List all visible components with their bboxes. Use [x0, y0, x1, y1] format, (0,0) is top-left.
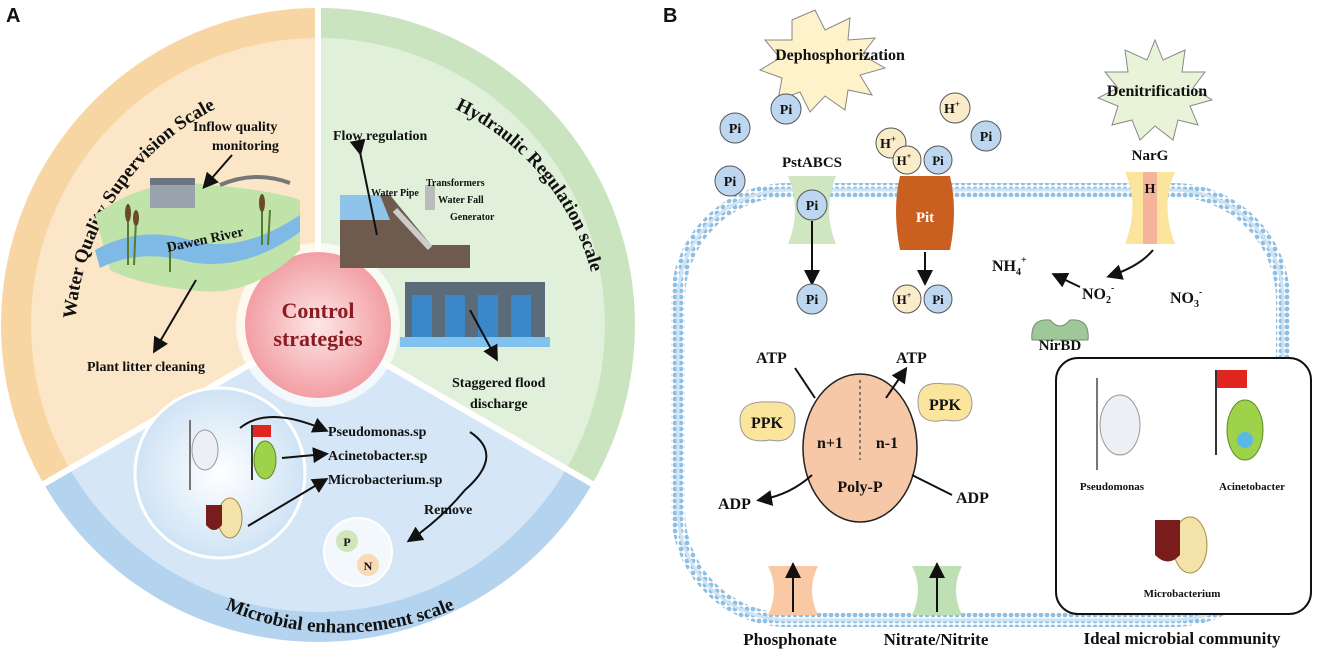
phosphonate-label: Phosphonate — [743, 630, 837, 649]
microbe-group-circle — [133, 386, 307, 560]
svg-text:H+: H+ — [897, 152, 912, 168]
nh4-label: NH4+ — [992, 255, 1027, 278]
litter-label: Plant litter cleaning — [87, 360, 205, 375]
nirbd-label: NirBD — [1039, 338, 1082, 354]
svg-text:H: H — [1145, 182, 1156, 197]
svg-text:PPK: PPK — [751, 415, 784, 432]
svg-text:Pi: Pi — [724, 175, 737, 190]
inflow-arrow — [202, 154, 233, 190]
center-title-line1: Control — [282, 298, 355, 323]
remove-label: Remove — [424, 503, 472, 518]
no3-label: NO3- — [1170, 287, 1202, 310]
center-title-line2: strategies — [273, 326, 363, 351]
dephos-burst — [758, 9, 887, 113]
atp-left: ATP — [756, 350, 787, 367]
control-strategies-circle — [245, 252, 391, 398]
n-label: N — [364, 559, 373, 573]
pit-label: Pit — [916, 210, 934, 226]
denit-label: Denitrification — [1107, 83, 1208, 100]
community-characters — [1096, 370, 1264, 574]
free-ions: Pi Pi Pi Pi H+ H+ — [714, 92, 1002, 197]
svg-text:Pi: Pi — [980, 130, 993, 145]
flood-label-1: Staggered flood — [452, 376, 546, 391]
generator-label: Generator — [450, 212, 495, 223]
nitrate-label: Nitrate/Nitrite — [884, 630, 989, 649]
svg-text:PPK: PPK — [929, 397, 962, 414]
water-pipe-label: Water Pipe — [371, 188, 419, 199]
p-bubble — [336, 530, 358, 552]
svg-text:Pi: Pi — [729, 122, 742, 137]
flood-arrow — [469, 309, 498, 362]
svg-text:H+: H+ — [944, 99, 960, 117]
pit-channel — [896, 176, 954, 250]
n-bubble — [357, 554, 379, 576]
svg-text:Pi: Pi — [806, 199, 819, 214]
transformers-label: Transformers — [426, 178, 485, 189]
microbacterium-sp-label: Microbacterium.sp — [328, 473, 443, 488]
community-title: Ideal microbial community — [1083, 629, 1281, 648]
svg-text:Pi: Pi — [780, 103, 793, 118]
panel-b-label: B — [663, 5, 677, 27]
svg-text:H+: H+ — [897, 291, 912, 307]
pn-circle — [323, 517, 393, 587]
community-acineto: Acinetobacter — [1219, 481, 1285, 493]
community-pseudo: Pseudomonas — [1080, 481, 1145, 493]
nirbd-protein — [1031, 319, 1089, 341]
svg-text:Pi: Pi — [932, 153, 944, 168]
acinetobacter-sp-label: Acinetobacter.sp — [328, 449, 428, 464]
denit-burst — [1096, 38, 1214, 141]
hydropower-illustration — [340, 185, 470, 268]
flood-label-2: discharge — [470, 397, 528, 412]
atp-right: ATP — [896, 350, 927, 367]
pseudomonas-sp-label: Pseudomonas.sp — [328, 425, 427, 440]
nm1-label: n-1 — [876, 435, 898, 452]
waterfall-label: Water Fall — [438, 195, 484, 206]
p-label: P — [343, 535, 350, 549]
ppk-right — [917, 382, 973, 422]
litter-arrow — [152, 279, 197, 354]
pstabcs-label: PstABCS — [782, 155, 842, 171]
adp-left: ADP — [718, 496, 751, 513]
flood-gate-illustration — [400, 282, 550, 347]
river-illustration — [95, 174, 300, 292]
panel-a-label: A — [6, 5, 20, 27]
ppk-left — [739, 401, 796, 442]
dephos-label: Dephosphorization — [775, 47, 905, 64]
microbe-characters — [189, 420, 277, 539]
inflow-label-1: Inflow quality — [193, 120, 277, 135]
svg-text:H+: H+ — [880, 134, 896, 152]
svg-text:Pi: Pi — [806, 293, 819, 308]
adp-right: ADP — [956, 490, 989, 507]
np1-label: n+1 — [817, 435, 843, 452]
polyp-label: Poly-P — [837, 479, 883, 496]
inflow-label-2: monitoring — [212, 139, 279, 154]
flow-arrow — [349, 138, 378, 236]
community-micro: Microbacterium — [1144, 588, 1221, 600]
no2-label: NO2- — [1082, 283, 1114, 306]
narg-label: NarG — [1132, 148, 1169, 164]
svg-text:Pi: Pi — [932, 292, 944, 307]
flow-regulation-label: Flow regulation — [333, 129, 427, 144]
